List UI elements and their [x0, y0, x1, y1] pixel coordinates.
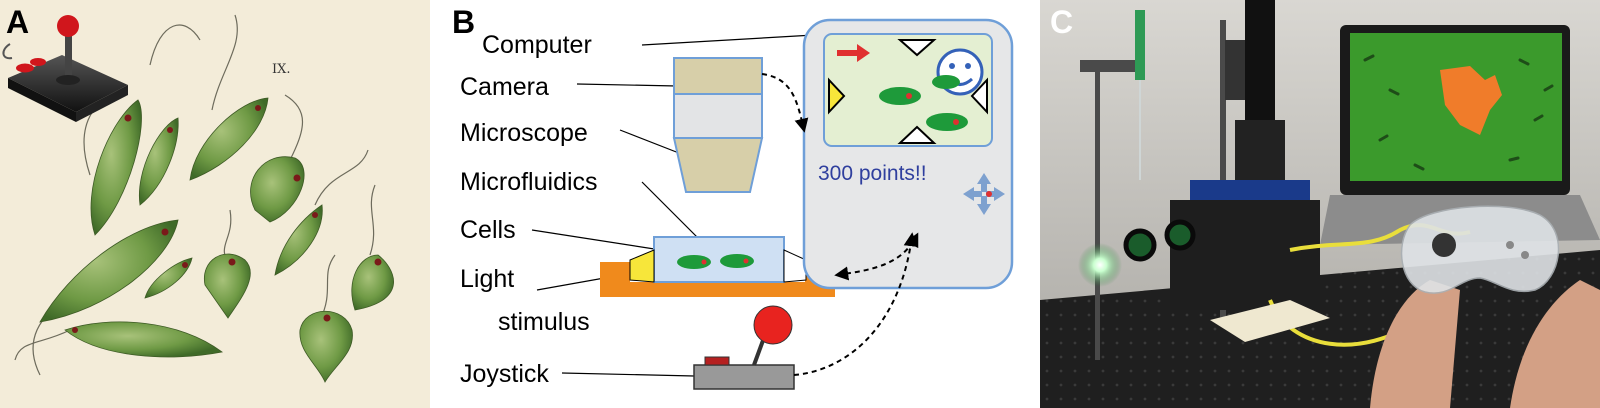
screen-cell	[926, 113, 968, 131]
led-indicator-top	[897, 39, 937, 57]
lens	[1123, 228, 1157, 262]
led-light-right	[783, 249, 807, 283]
label-camera: Camera	[460, 73, 549, 101]
hand-right	[1510, 280, 1600, 408]
lens	[1164, 219, 1196, 251]
euglena-cell	[351, 254, 394, 311]
label-microscope: Microscope	[460, 119, 588, 147]
label-light-line1: Light	[460, 265, 514, 293]
led-light	[1078, 243, 1122, 287]
hand-left	[1370, 280, 1460, 408]
screen-cell	[879, 87, 921, 105]
euglena-cell	[250, 156, 305, 223]
led-indicator-left	[828, 77, 846, 115]
cell	[720, 254, 754, 268]
panel-letter-a: A	[6, 4, 30, 40]
microscope-stage	[600, 262, 835, 297]
camera-block	[673, 57, 763, 95]
euglena-cell	[299, 310, 353, 383]
label-computer: Computer	[482, 31, 592, 59]
gamepad-controller	[1400, 205, 1560, 294]
panel-c-lab-photo: C	[1040, 0, 1600, 408]
euglena-cell	[274, 204, 323, 276]
panel-b-schematic: B Computer Camera Microscope Microfluidi…	[432, 0, 1032, 408]
microscope-body	[673, 93, 763, 139]
euglena-cell	[64, 321, 223, 358]
setup-schematic: Computer Camera Microscope Microfluidics…	[460, 18, 1014, 390]
joystick-icon	[2, 15, 128, 122]
microscope-objective	[672, 137, 764, 193]
led-light-left	[629, 249, 655, 283]
euglena-drawing: IX.	[2, 14, 394, 383]
euglena-cell	[39, 219, 179, 323]
euglena-cell	[138, 117, 179, 206]
four-way-arrow-icon	[963, 173, 1005, 215]
screen-cell	[932, 75, 960, 89]
right-arrow-icon	[837, 44, 870, 62]
breadboard	[1210, 300, 1330, 342]
lab-setup-photo	[1040, 0, 1600, 408]
euglena-cell	[203, 253, 251, 319]
fluid-reservoir	[1135, 10, 1145, 80]
led-indicator-right	[970, 77, 988, 115]
euglena-cell	[189, 97, 269, 181]
label-cells: Cells	[460, 216, 516, 244]
led-indicator-bottom	[897, 125, 937, 144]
label-joystick: Joystick	[460, 360, 549, 388]
label-light-line2: stimulus	[498, 308, 590, 336]
optomechanics	[1080, 0, 1320, 360]
euglena-cell	[90, 99, 142, 236]
score-text: 300 points!!	[818, 162, 927, 185]
microfluidic-chip	[653, 236, 785, 283]
joystick-icon	[693, 305, 795, 390]
plate-number: IX.	[272, 62, 291, 77]
panel-letter-b: B	[452, 4, 476, 40]
panel-letter-c: C	[1050, 4, 1074, 40]
projected-pattern	[1440, 66, 1502, 135]
euglena-cell	[144, 257, 193, 299]
label-microfluidics: Microfluidics	[460, 168, 598, 196]
cell	[677, 255, 711, 269]
panel-a-euglena-illustration: A IX.	[0, 0, 430, 408]
signal-arrows	[761, 73, 919, 376]
